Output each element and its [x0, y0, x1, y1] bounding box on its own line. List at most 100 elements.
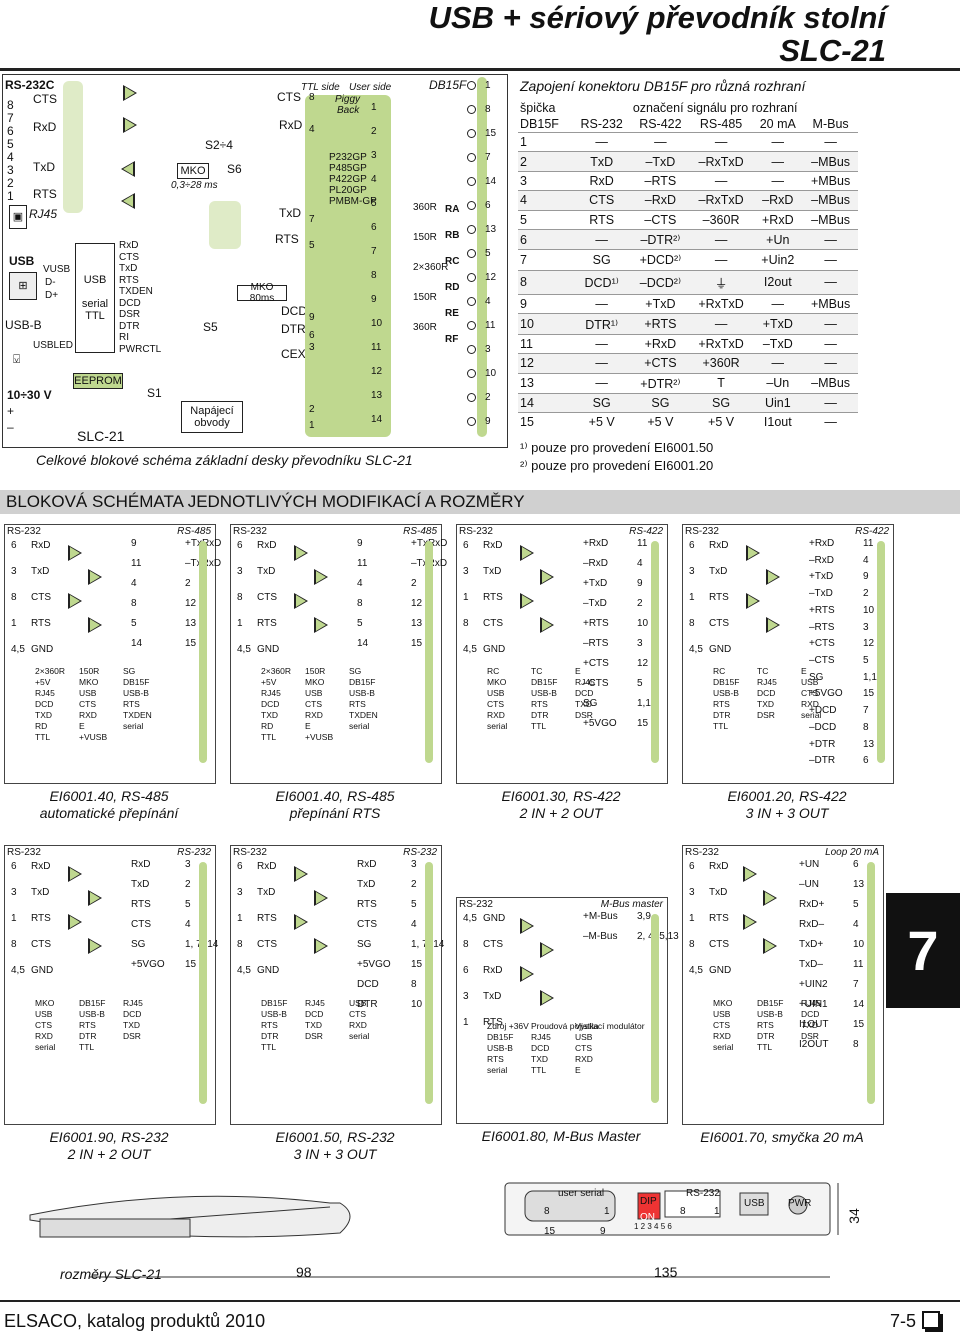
variant-caption-line2: 2 IN + 2 OUT — [67, 1145, 151, 1162]
pin-cell: –MBus — [803, 190, 858, 210]
variant-right-signal: +DCD — [809, 705, 837, 717]
rs232-pin-number: 3 — [7, 163, 14, 177]
variant-left-label: RS-232 — [7, 526, 41, 537]
variant-right-signal: +CTS — [809, 638, 835, 650]
variant-extra-label: TXD — [531, 1053, 548, 1064]
variant-extra-label: DSR — [123, 1030, 141, 1041]
variant-left-signal: TxD — [257, 887, 276, 898]
pin-cell: CTS — [572, 190, 632, 210]
variant-extra-label: CTS — [35, 1019, 52, 1030]
s2-label: S2÷4 — [205, 138, 233, 152]
variant-left-signal: TxD — [483, 991, 502, 1002]
db15f-pin-number: 5 — [485, 248, 491, 259]
connector-strip — [425, 541, 433, 763]
pin-cell: +RxTxD — [689, 333, 753, 354]
ic-signal-label: RTS — [119, 274, 139, 286]
ttl-pin-number: 8 — [309, 92, 315, 103]
variant-left-signal: 6 — [463, 540, 469, 551]
variant-right-label: RS-485 — [177, 526, 211, 537]
variant-right-signal: +5VGO — [357, 959, 391, 970]
variant-right-signal: +UIN2 — [799, 979, 828, 990]
variant-right-signal: +5VGO — [583, 718, 617, 729]
variant-right-signal: 5 — [357, 618, 363, 629]
variant-extra-label: DSR — [305, 1030, 323, 1041]
variant-left-signal: TxD — [31, 566, 50, 577]
pin-circle-icon — [467, 129, 476, 138]
variant-right-signal: 10 — [637, 618, 649, 629]
pin-cell: –TxD — [631, 151, 690, 172]
db-pin-8: 8 — [544, 1206, 550, 1217]
pin-cell: — — [572, 293, 632, 314]
col-pin-head: špička — [520, 101, 556, 115]
pin-circle-icon — [467, 321, 476, 330]
variant-left-label: RS-232 — [233, 847, 267, 858]
variant-right-signal: RxD — [131, 859, 151, 870]
pin-cell: 7 — [518, 249, 573, 271]
variant-right-signal: CTS — [131, 919, 151, 930]
variant-right-signal: +5VGO — [809, 688, 843, 700]
variant-left-signal: 3 — [689, 566, 695, 577]
variant-right-signal: 15 — [411, 638, 423, 649]
pin-cell: 15 — [518, 412, 573, 432]
rj45-jack-icon: ▣ — [9, 205, 27, 229]
variant-extra-label: DB15F — [261, 997, 288, 1008]
variant-left-signal: GND — [31, 644, 54, 655]
variant-extra-label: DCD — [757, 687, 776, 698]
col-pin-head2: DB15F — [520, 117, 559, 131]
variant-caption-line1: EI6001.30, RS-422 — [501, 788, 621, 804]
pin-cell: –RxD — [752, 190, 804, 210]
user-pin-number: 1 — [371, 102, 377, 113]
variant-extra-label: RTS — [123, 698, 140, 709]
variant-left-signal: 1 — [11, 618, 17, 629]
eeprom-box: EEPROM — [73, 373, 123, 389]
col-rs485: RS-485 — [699, 117, 743, 131]
pin-cell: — — [631, 131, 690, 152]
variant-left-signal: 6 — [11, 861, 17, 872]
module-label: P232GP — [329, 152, 367, 163]
variant-left-signal: RxD — [257, 861, 277, 872]
variant-left-signal: 8 — [237, 939, 243, 950]
variant-right-signal: 4 — [411, 919, 417, 930]
resistor-tag: RB — [445, 230, 460, 241]
pin-cell: –DTR²⁾ — [631, 228, 690, 250]
driver-icon — [294, 545, 308, 561]
variant-extra-label: +VUSB — [79, 731, 108, 742]
variant-left-signal: RTS — [31, 618, 51, 629]
receiver-icon — [121, 193, 135, 209]
pin-cell: +RxD — [631, 333, 690, 354]
variant-right-signal: –CTS — [809, 655, 835, 666]
variant-left-signal: 1 — [11, 913, 17, 924]
variant-right-signal: RxD– — [799, 919, 825, 930]
variant-extra-label: DCD — [801, 1008, 820, 1019]
user-pin-number: 9 — [371, 294, 377, 305]
vusb-label: VUSB — [43, 264, 71, 275]
pin-cell: ⏚ — [689, 269, 753, 295]
pin-circle-icon — [467, 225, 476, 234]
variant-right-signal: +5VGO — [131, 959, 165, 970]
pin-cell: SG — [572, 392, 632, 413]
resistor-tag: RE — [445, 308, 459, 319]
variant-extra-label: TXD — [261, 709, 278, 720]
variant-right-signal: SG — [131, 939, 146, 950]
s6-label: S6 — [227, 162, 242, 176]
db15f-pin-number: 15 — [485, 128, 497, 139]
footer-right: 7-5 — [890, 1311, 940, 1332]
driver-icon — [314, 938, 328, 954]
variant-diagram: RS-232RS-4856RxD3TxD8CTS1RTS4,5GND9+TxRx… — [4, 524, 221, 784]
ic-signal-label: PWRCTL — [119, 343, 162, 355]
variant-right-signal: –UN — [799, 879, 820, 890]
variant-extra-label: serial — [349, 1030, 370, 1041]
variant-extra-label: 150R — [79, 665, 100, 676]
variant-right-signal: 1,14 — [863, 671, 883, 683]
variant-right-signal: 15 — [853, 1019, 865, 1030]
driver-icon — [68, 914, 82, 930]
pin-row: 13—+DTR²⁾T–Un–MBus — [518, 372, 858, 394]
serial-label: serial — [81, 298, 109, 310]
variant-extra-label: USB-B — [757, 1008, 783, 1019]
variant-right-signal: 12 — [185, 598, 197, 609]
pin-cell: 8 — [518, 269, 573, 295]
variant-right-signal: 13 — [185, 618, 197, 629]
